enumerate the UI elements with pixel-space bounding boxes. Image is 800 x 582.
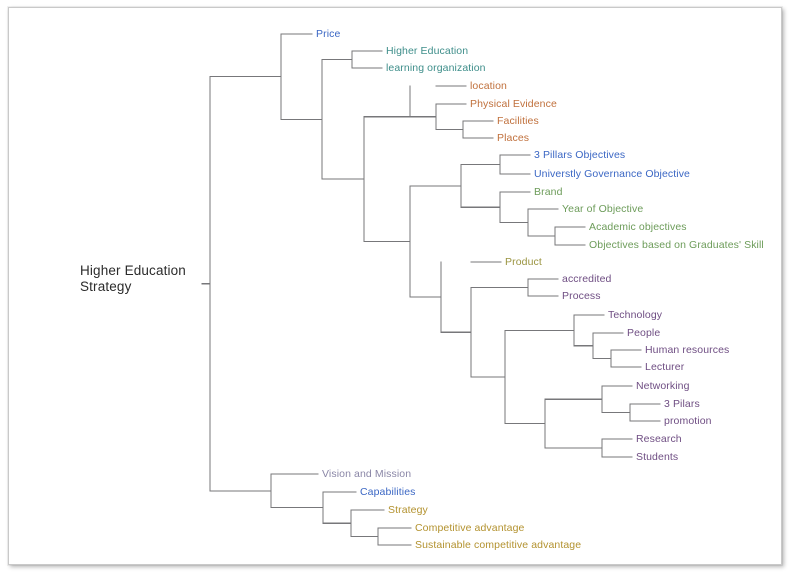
leaf-label-vision-mission: Vision and Mission (322, 468, 412, 480)
leaf-label-lecturer: Lecturer (645, 361, 685, 373)
leaf-label-sustainable-adv: Sustainable competitive advantage (415, 539, 582, 551)
leaf-label-obj-grad-skill: Objectives based on Graduates' Skill (589, 239, 764, 251)
leaf-label-human-resources: Human resources (645, 344, 730, 356)
leaf-label-people: People (627, 327, 661, 339)
leaf-label-three-pilars: 3 Pilars (664, 398, 700, 410)
leaf-label-academic-obj: Academic objectives (589, 221, 687, 233)
leaf-label-learning-org: learning organization (386, 62, 486, 74)
leaf-label-process: Process (562, 290, 601, 302)
leaf-label-location: location (470, 80, 507, 92)
leaf-label-places: Places (497, 132, 530, 144)
leaf-label-students: Students (636, 451, 679, 463)
leaf-label-capabilities: Capabilities (360, 486, 416, 498)
leaf-label-networking: Networking (636, 380, 690, 392)
leaf-label-accredited: accredited (562, 273, 612, 285)
leaf-label-price: Price (316, 28, 341, 40)
leaf-label-promotion: promotion (664, 415, 712, 427)
leaf-label-facilities: Facilities (497, 115, 539, 127)
leaf-label-brand: Brand (534, 186, 563, 198)
image-frame (8, 7, 782, 565)
leaf-label-year-of-objective: Year of Objective (562, 203, 644, 215)
root-node-label: Higher Education Strategy (80, 263, 186, 294)
leaf-label-univ-gov-obj: Universtly Governance Objective (534, 168, 690, 180)
leaf-label-physical-evidence: Physical Evidence (470, 98, 557, 110)
leaf-label-three-pillars-obj: 3 Pillars Objectives (534, 149, 626, 161)
leaf-label-research: Research (636, 433, 682, 445)
leaf-label-competitive-adv: Competitive advantage (415, 522, 525, 534)
leaf-label-technology: Technology (608, 309, 663, 321)
leaf-label-higher-education: Higher Education (386, 45, 469, 57)
leaf-label-strategy: Strategy (388, 504, 428, 516)
leaf-label-product: Product (505, 256, 542, 268)
